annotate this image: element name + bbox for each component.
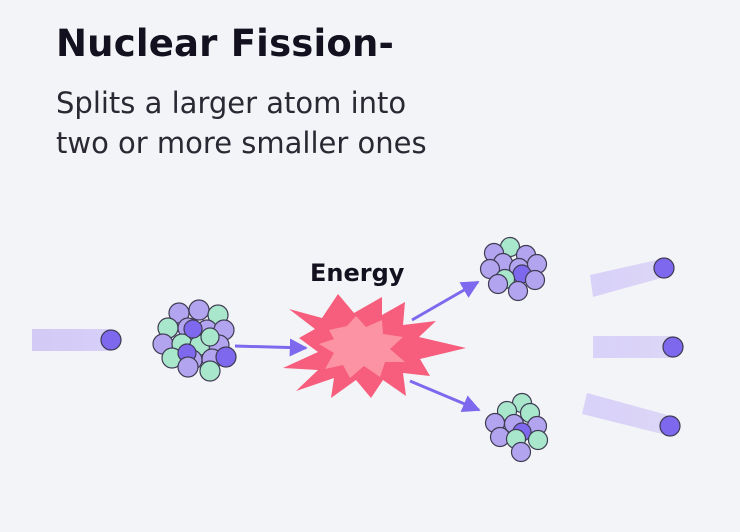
diagram-subtitle: Splits a larger atom into two or more sm… (56, 83, 427, 163)
energy-label: Energy (310, 259, 405, 287)
outgoing-neutron-middle-ball (662, 336, 684, 358)
arrow-to-top-nucleus (411, 280, 480, 322)
small-nucleus-top (479, 236, 548, 302)
subtitle-line-2: two or more smaller ones (56, 126, 427, 160)
diagram-title: Nuclear Fission- (56, 22, 395, 65)
arrow-to-bottom-nucleus (409, 379, 481, 413)
arrow-to-burst (234, 338, 308, 357)
small-nucleus-bottom (484, 392, 549, 463)
incoming-neutron-ball (100, 329, 122, 351)
outgoing-neutron-top (590, 257, 675, 297)
energy-burst (283, 294, 466, 398)
outgoing-neutron-middle-trail (593, 336, 673, 358)
outgoing-neutron-top-ball (653, 257, 675, 279)
outgoing-neutron-middle (593, 336, 684, 358)
incoming-neutron (32, 329, 122, 351)
outgoing-neutron-bottom (582, 393, 681, 437)
outgoing-neutron-top-trail (590, 259, 665, 297)
incoming-neutron-trail (32, 329, 110, 351)
outgoing-neutron-bottom-trail (582, 393, 671, 435)
outgoing-neutron-bottom-ball (659, 415, 681, 437)
subtitle-line-1: Splits a larger atom into (56, 86, 407, 120)
large-nucleus (152, 299, 237, 382)
